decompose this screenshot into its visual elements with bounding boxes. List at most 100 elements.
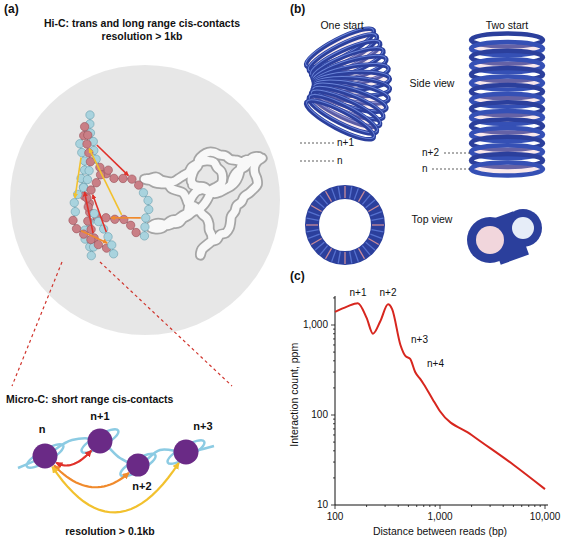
- stack-core: [476, 226, 504, 254]
- label: Two start: [486, 20, 529, 32]
- bead: [87, 251, 95, 259]
- y-tick: [333, 428, 335, 429]
- ring-texture: [370, 212, 381, 216]
- x-tick: [540, 505, 541, 507]
- ring-texture: [366, 242, 375, 250]
- label: (b): [290, 3, 305, 16]
- bead: [70, 199, 78, 207]
- label: Side view: [410, 78, 455, 90]
- y-tick: [333, 344, 335, 345]
- nucleosome: n+1: [87, 428, 113, 454]
- bead: [71, 207, 79, 215]
- ring-texture: [306, 224, 318, 225]
- label: n+2: [380, 287, 397, 298]
- bead: [79, 183, 87, 191]
- helix-turn: [471, 163, 543, 176]
- bead: [79, 183, 87, 191]
- ring-texture: [372, 230, 384, 232]
- label: 1,000: [427, 511, 452, 522]
- ring-texture: [366, 200, 375, 208]
- x-tick: [521, 505, 522, 507]
- y-tick: [331, 505, 335, 506]
- contact-arrow: [75, 157, 81, 197]
- label: Hi-C: trans and long range cis-contacts: [44, 18, 240, 30]
- label: resolution > 1kb: [102, 31, 183, 43]
- bead: [102, 214, 110, 222]
- label: Top view: [412, 214, 453, 226]
- nucleosome-shape: [32, 443, 58, 469]
- label: n+4: [427, 358, 444, 369]
- bead: [109, 250, 117, 258]
- bead: [110, 174, 118, 182]
- bead: [69, 216, 77, 224]
- ring-texture: [307, 218, 319, 220]
- ring-texture: [354, 250, 358, 261]
- y-tick: [333, 450, 335, 451]
- bead: [128, 175, 136, 183]
- label: Interaction count, ppm: [289, 343, 301, 447]
- ring-texture: [326, 191, 332, 201]
- nucleosome-shape: [87, 428, 113, 454]
- node-label: n: [39, 423, 46, 435]
- chromatin-fiber: [73, 115, 149, 256]
- ring-texture: [311, 206, 321, 212]
- ring-texture: [308, 212, 319, 216]
- label: n+2: [422, 147, 439, 158]
- contact-arrow: [52, 463, 179, 513]
- ring-texture: [344, 186, 345, 198]
- bead: [139, 189, 147, 197]
- ring-texture: [359, 191, 365, 201]
- label: resolution > 0.1kb: [65, 526, 155, 538]
- ring-texture: [332, 250, 336, 261]
- label: n+3: [411, 334, 428, 345]
- x-tick: [408, 505, 409, 507]
- bead: [134, 181, 142, 189]
- density-outline: [144, 152, 262, 255]
- label: Distance between reads (bp): [373, 526, 507, 538]
- nucleosome-core: [33, 444, 58, 469]
- y-tick: [333, 434, 335, 435]
- nucleosome: n+3: [173, 439, 199, 465]
- nucleosome-shape: [126, 453, 150, 477]
- nucleus: [10, 65, 280, 335]
- bead: [90, 209, 98, 217]
- ring-texture: [372, 218, 384, 220]
- bead: [142, 214, 150, 222]
- zoom-line: [12, 262, 62, 386]
- bead: [85, 166, 93, 174]
- contact-arrow: [81, 231, 107, 243]
- ring-texture: [326, 248, 332, 258]
- level-line: [300, 143, 334, 144]
- label: Micro-C: short range cis-contacts: [6, 394, 173, 406]
- ring-texture: [315, 200, 324, 208]
- x-tick: [429, 505, 430, 507]
- ring-texture: [372, 224, 384, 225]
- label: n+1: [350, 287, 367, 298]
- bead: [87, 186, 95, 194]
- zoom-line: [100, 262, 232, 386]
- nucleosome-shape: [173, 439, 199, 465]
- node-label: n+2: [132, 480, 151, 492]
- label: 10: [317, 499, 328, 510]
- ring-texture: [320, 195, 328, 204]
- bead: [104, 233, 112, 241]
- y-tick: [333, 419, 335, 420]
- bead: [83, 175, 91, 183]
- x-tick: [513, 505, 514, 507]
- contact-arrow: [93, 195, 107, 232]
- level-line: [432, 169, 470, 170]
- x-tick: [545, 505, 546, 509]
- ring-texture: [311, 239, 321, 245]
- ring-texture: [308, 234, 319, 238]
- x-tick: [440, 505, 441, 509]
- label: 1,000: [303, 319, 328, 330]
- ring-texture: [359, 248, 365, 258]
- label: n+1: [337, 137, 354, 148]
- bead: [83, 140, 91, 148]
- y-tick: [333, 477, 335, 478]
- y-tick: [333, 333, 335, 334]
- bead: [104, 166, 112, 174]
- nucleosome: n: [32, 443, 58, 469]
- bead: [94, 240, 102, 248]
